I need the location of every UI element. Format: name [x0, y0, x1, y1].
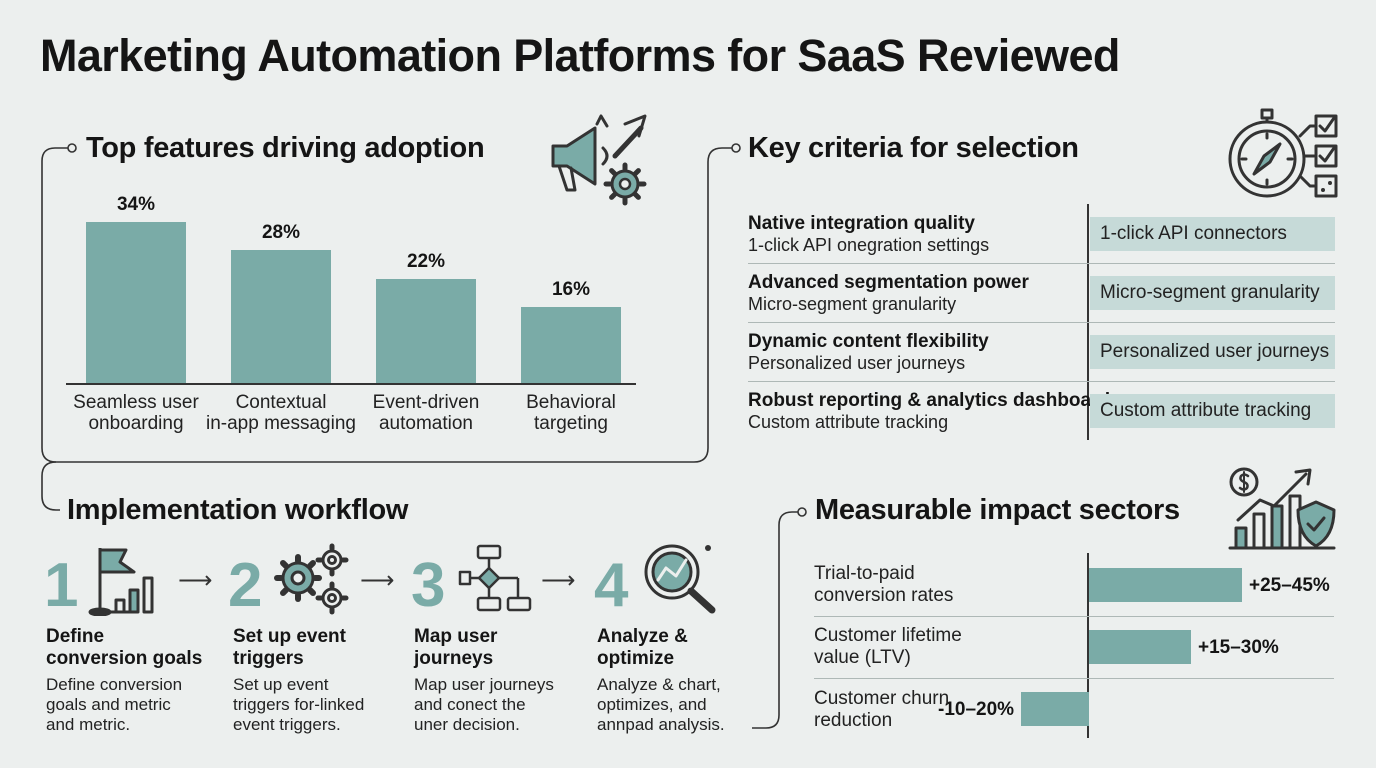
- step-number: 1: [44, 551, 79, 620]
- step-number: 3: [411, 551, 446, 620]
- step-arrow-icon: ⟶: [360, 567, 395, 594]
- features-title: Top features driving adoption: [86, 132, 485, 164]
- flag-chart-icon: [88, 548, 154, 616]
- feature-bar: [376, 278, 476, 383]
- step-number: 2: [228, 551, 263, 620]
- step-arrow-icon: ⟶: [541, 567, 576, 594]
- criteria-row-title: Dynamic content flexibility: [748, 331, 989, 352]
- criteria-row-subtitle: Personalized user journeys: [748, 353, 966, 373]
- impact-bar-value: +25–45%: [1249, 575, 1330, 596]
- impact-bar-value: -10–20%: [938, 699, 1015, 720]
- dollar-growth-shield-icon: [1228, 467, 1336, 550]
- criteria-row-divider: [748, 381, 1335, 382]
- impact-bar-value: +15–30%: [1198, 637, 1279, 658]
- impact-bar: [1021, 692, 1089, 726]
- criteria-row-title: Advanced segmentation power: [748, 272, 1029, 293]
- criteria-title: Key criteria for selection: [748, 132, 1079, 164]
- feature-bar-value: 34%: [116, 194, 156, 215]
- step-arrow-icon: ⟶: [178, 567, 213, 594]
- feature-bar: [521, 307, 621, 383]
- impact-chart-axis: [1087, 553, 1089, 738]
- criteria-row-title: Robust reporting & analytics dashboard: [748, 390, 1111, 411]
- impact-bar: [1089, 568, 1242, 602]
- criteria-row-subtitle: Micro-segment granularity: [748, 294, 957, 314]
- flowchart-icon: [458, 544, 532, 612]
- gears-icon: [274, 543, 349, 615]
- step-number: 4: [594, 551, 629, 620]
- feature-bar-value: 22%: [406, 250, 446, 272]
- megaphone-gear-icon: [551, 114, 647, 206]
- criteria-row-pill: Micro-segment granularity: [1090, 276, 1335, 310]
- criteria-row-pill: Personalized user journeys: [1090, 335, 1335, 369]
- criteria-row-divider: [748, 263, 1335, 264]
- workflow-title: Implementation workflow: [67, 494, 409, 526]
- features-chart-baseline: [66, 383, 636, 385]
- criteria-row-divider: [748, 322, 1335, 323]
- impact-row-divider: [814, 678, 1334, 679]
- page-title: Marketing Automation Platforms for SaaS …: [40, 30, 1120, 81]
- feature-bar-value: 16%: [551, 279, 591, 301]
- impact-title: Measurable impact sectors: [815, 494, 1180, 526]
- criteria-row-pill: Custom attribute tracking: [1090, 394, 1335, 428]
- criteria-row-subtitle: Custom attribute tracking: [748, 412, 949, 432]
- impact-bar: [1089, 630, 1191, 664]
- impact-row-divider: [814, 616, 1334, 617]
- compass-checklist-icon: [1228, 108, 1338, 198]
- magnifier-chart-icon: [644, 544, 716, 614]
- step-title: Analyze &optimize: [597, 626, 688, 669]
- feature-bar: [86, 222, 186, 383]
- feature-bar: [231, 250, 331, 383]
- criteria-row-subtitle: 1-click API onegration settings: [748, 235, 990, 255]
- feature-bar-value: 28%: [261, 222, 301, 244]
- criteria-row-title: Native integration quality: [748, 213, 975, 234]
- criteria-row-pill: 1-click API connectors: [1090, 217, 1335, 251]
